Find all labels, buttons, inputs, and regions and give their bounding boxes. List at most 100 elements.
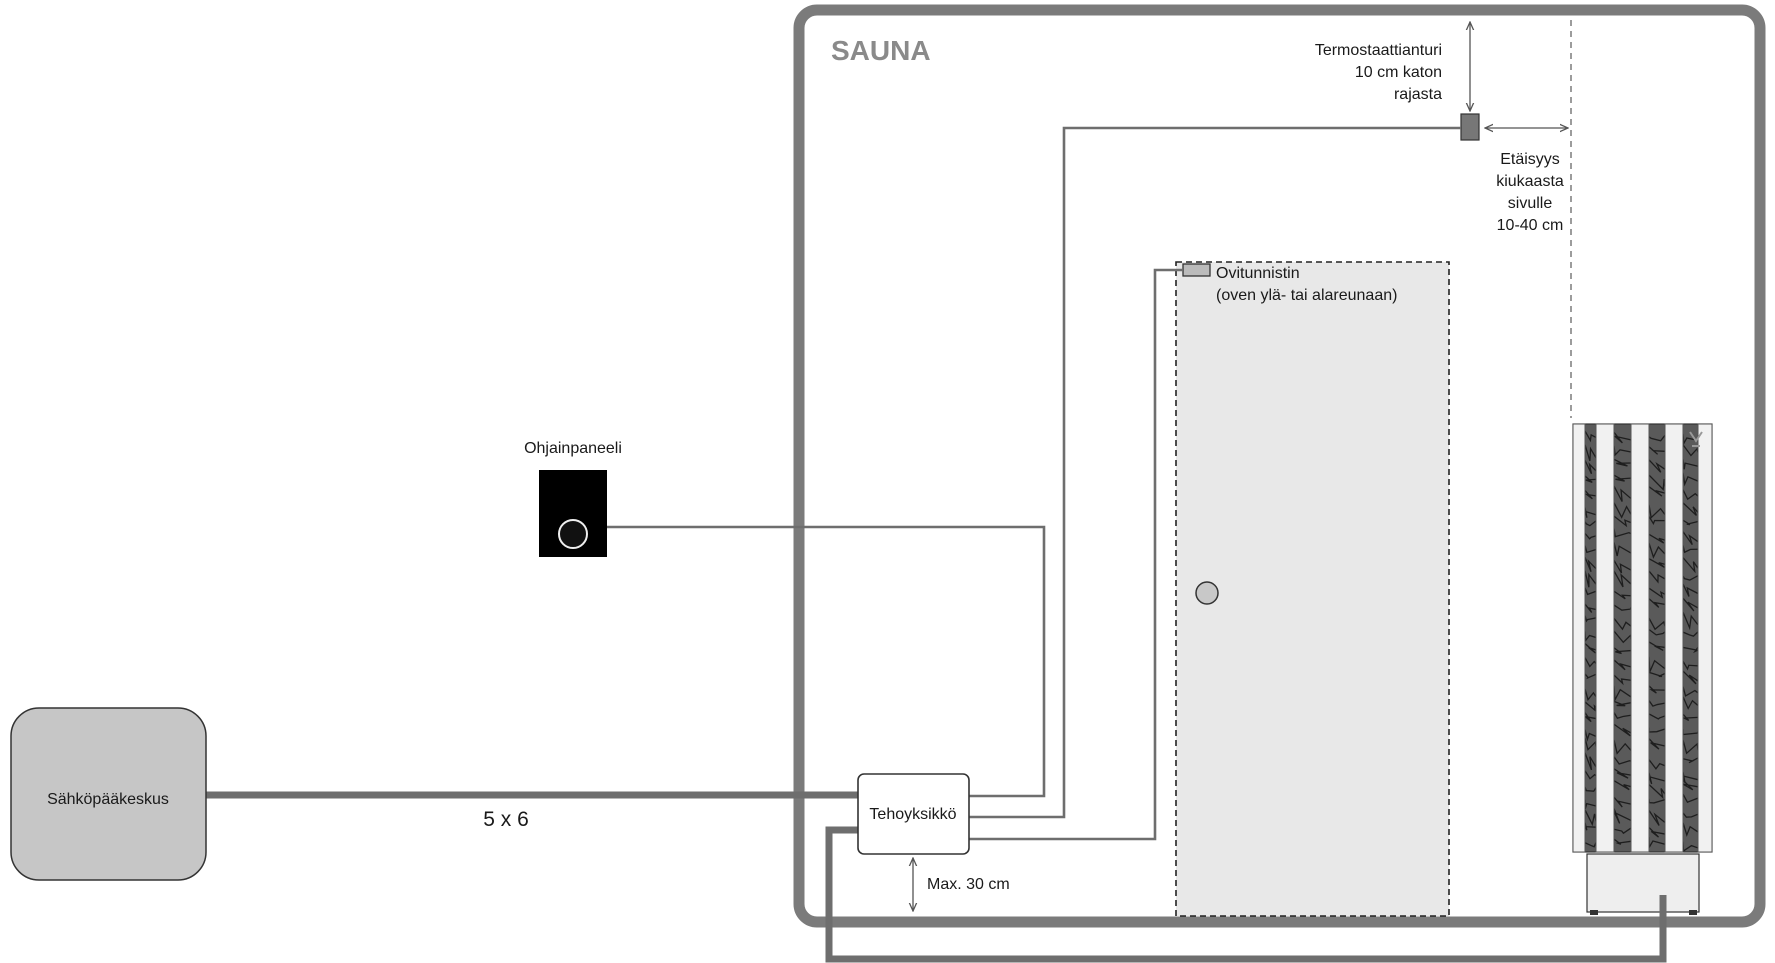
- stone-crack: [1584, 615, 1597, 623]
- stone-crack: [1682, 646, 1700, 654]
- stone-crack: [1613, 827, 1632, 835]
- heater-foot: [1590, 910, 1598, 915]
- stone-crack: [1613, 756, 1632, 765]
- stone-crack: [1682, 519, 1699, 526]
- max-height-label: Max. 30 cm: [927, 876, 1010, 893]
- heater-logo: [1689, 431, 1703, 447]
- stone-crack: [1613, 590, 1632, 600]
- stone-crack: [1584, 752, 1597, 771]
- stone-crack: [1583, 712, 1597, 723]
- stone-crack: [1682, 686, 1699, 697]
- stone-crack: [1584, 842, 1597, 848]
- stone-crack: [1682, 575, 1699, 581]
- stone-crack: [1613, 528, 1632, 538]
- stone-crack: [1682, 502, 1699, 516]
- stone-crack: [1584, 822, 1597, 831]
- stone-crack: [1613, 647, 1632, 655]
- stone-crack: [1613, 712, 1632, 719]
- stone-crack: [1584, 688, 1597, 702]
- stone-crack: [1584, 603, 1597, 613]
- stone-crack: [1681, 713, 1699, 721]
- stone-crack: [1613, 445, 1632, 457]
- stone-crack: [1682, 583, 1699, 597]
- stone-crack: [1648, 641, 1666, 652]
- stone-crack: [1613, 674, 1632, 686]
- stone-crack: [1648, 516, 1666, 526]
- door: [1175, 261, 1450, 917]
- stone-crack: [1648, 459, 1666, 473]
- main-electrical-panel: [10, 707, 207, 881]
- control-panel-knob: [558, 519, 588, 549]
- door-sensor-wire: [969, 268, 1183, 841]
- stone-crack: [1682, 545, 1699, 554]
- stone-crack: [1682, 531, 1699, 546]
- control-panel-wire: [607, 525, 1046, 798]
- control-panel-label: Ohjainpaneeli: [524, 440, 622, 457]
- stone-crack: [1584, 507, 1597, 518]
- stone-crack: [1584, 657, 1597, 668]
- door-sensor-label: (oven ylä- tai alareunaan): [1216, 287, 1397, 304]
- stone-crack: [1682, 771, 1699, 783]
- thermostat-sensor: [1460, 113, 1480, 141]
- heater-post: [1697, 423, 1713, 853]
- stone-crack: [1648, 738, 1666, 750]
- stone-crack: [1682, 779, 1699, 791]
- stone-crack: [1613, 700, 1632, 707]
- stone-crack: [1584, 770, 1597, 780]
- sauna-heater: [1572, 423, 1713, 915]
- stone-crack: [1584, 587, 1597, 596]
- stone-crack: [1584, 570, 1597, 588]
- stone-crack: [1648, 826, 1666, 838]
- stone-crack: [1584, 459, 1597, 475]
- stone-crack: [1682, 670, 1699, 685]
- stone-crack: [1648, 759, 1666, 770]
- thermostat-sensor-label: Termostaattianturi: [1315, 42, 1442, 59]
- door-sensor-label: Ovitunnistin: [1216, 265, 1300, 282]
- stone-crack: [1613, 570, 1632, 588]
- heater-post: [1595, 423, 1615, 853]
- stone-crack: [1648, 434, 1666, 442]
- stone-crack: [1648, 784, 1666, 799]
- stone-crack: [1648, 598, 1666, 608]
- door-sensor: [1182, 263, 1211, 277]
- stone-crack: [1613, 780, 1632, 791]
- sauna-room-wall: [793, 4, 1766, 928]
- stone-crack: [1613, 559, 1632, 574]
- stone-crack: [1648, 772, 1666, 785]
- stone-crack: [1648, 542, 1666, 559]
- power-unit-label: Tehoyksikkö: [869, 806, 956, 823]
- stone-crack: [1584, 809, 1597, 827]
- stone-crack: [1613, 431, 1632, 444]
- stone-crack: [1584, 532, 1597, 540]
- stone-crack: [1682, 812, 1699, 818]
- thermostat-wire: [969, 126, 1461, 819]
- stone-crack: [1584, 520, 1597, 527]
- stone-crack: [1613, 808, 1632, 824]
- stone-crack: [1682, 557, 1699, 574]
- heater-foot: [1689, 910, 1697, 915]
- stone-crack: [1682, 459, 1699, 470]
- stone-crack: [1613, 723, 1632, 737]
- stone-crack: [1648, 810, 1666, 826]
- stone-crack: [1648, 685, 1666, 694]
- stone-crack: [1648, 533, 1666, 544]
- stone-crack: [1682, 472, 1699, 487]
- stone-crack: [1584, 643, 1597, 654]
- distance-label: kiukaasta: [1496, 173, 1564, 190]
- stone-crack: [1584, 673, 1597, 680]
- stone-crack: [1613, 796, 1632, 808]
- stone-crack: [1648, 558, 1666, 568]
- heater-post: [1664, 423, 1684, 853]
- stone-crack: [1584, 556, 1597, 572]
- stone-crack: [1613, 474, 1632, 482]
- stone-crack: [1682, 660, 1699, 671]
- stone-crack: [1613, 502, 1632, 519]
- stone-crack: [1682, 489, 1699, 501]
- stone-crack: [1648, 486, 1666, 497]
- power-unit: [857, 773, 970, 855]
- stone-crack: [1613, 768, 1632, 779]
- sauna-title: SAUNA: [831, 35, 931, 66]
- stone-crack: [1584, 701, 1597, 713]
- stone-crack: [1682, 696, 1699, 710]
